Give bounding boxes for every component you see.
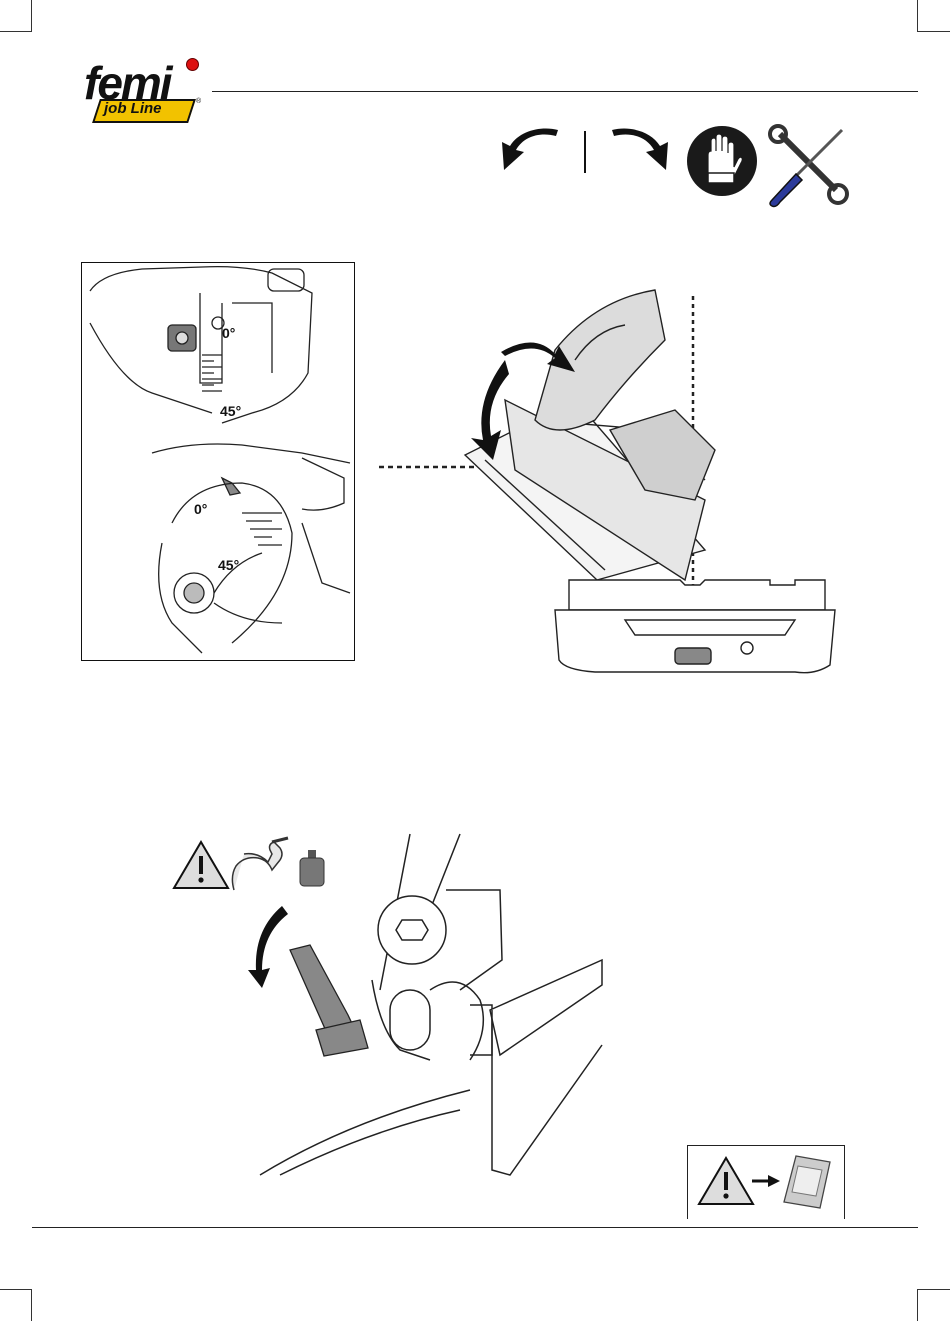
warning-icon — [697, 1156, 755, 1206]
crop-mark — [917, 0, 918, 32]
scale-top-zero-label: 0° — [222, 325, 235, 341]
dial-45-label: 45° — [218, 557, 239, 573]
crop-mark — [917, 1289, 950, 1290]
crop-mark — [0, 31, 32, 32]
crop-mark — [917, 1289, 918, 1321]
crop-mark — [31, 0, 32, 32]
handle-lock-illustration — [230, 830, 610, 1180]
manual-icon — [778, 1152, 838, 1212]
crop-mark — [917, 31, 950, 32]
protective-gloves-icon — [686, 125, 758, 197]
dial-zero-label: 0° — [194, 501, 207, 517]
tools-icon — [766, 124, 850, 208]
arrow-right-icon — [752, 1174, 780, 1188]
logo-jobline-text: job Line — [104, 100, 162, 117]
logo-registered: ® — [196, 98, 201, 105]
rotate-right-arrow-icon — [608, 128, 670, 174]
divider-line — [584, 131, 586, 173]
bevel-scale-illustration — [82, 263, 354, 660]
bevel-detail-panel: 0° 45° 0° 45° — [81, 262, 355, 661]
crop-mark — [0, 1289, 32, 1290]
header-rule — [212, 91, 918, 92]
warning-icon — [172, 840, 230, 890]
footer-rule — [32, 1227, 918, 1228]
miter-saw-bevel-illustration — [375, 280, 845, 685]
crop-mark — [31, 1289, 32, 1321]
rotate-left-arrow-icon — [500, 128, 562, 174]
logo-red-dot — [186, 58, 199, 71]
scale-top-45-label: 45° — [220, 403, 241, 419]
